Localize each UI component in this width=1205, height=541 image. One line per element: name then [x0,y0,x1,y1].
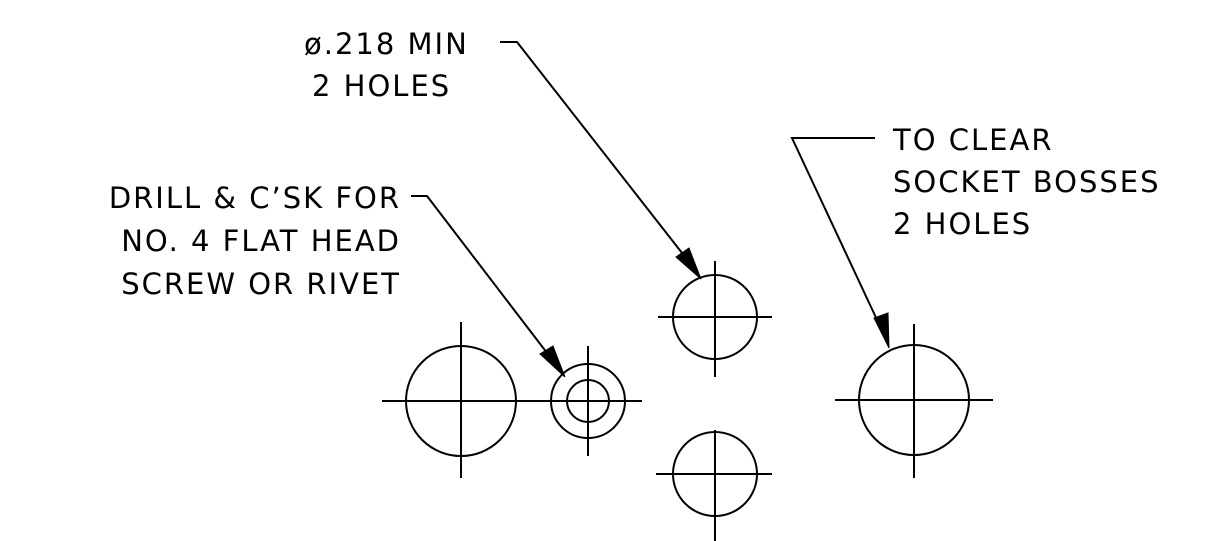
note-clear-bosses-line1: TO CLEAR [892,123,1053,157]
leader-drill-csk [411,195,566,378]
note-drill-csk-line1: DRILL & C’SK FOR [109,181,401,215]
right-clearance-hole [835,324,993,478]
note-clear-bosses-line2: SOCKET BOSSES [893,165,1161,199]
leader-min-dia-line [500,41,694,268]
leader-drill-csk-line [411,195,558,367]
note-drill-csk-line3: SCREW OR RIVET [121,267,401,301]
note-min-dia: ø.218 MIN 2 HOLES [304,27,469,103]
leader-clear-bosses [790,137,890,349]
note-drill-csk: DRILL & C’SK FOR NO. 4 FLAT HEAD SCREW O… [109,181,401,301]
leader-clear-bosses-line [790,137,887,340]
leader-clear-bosses-arrowhead [873,312,890,349]
note-min-dia-line1: ø.218 MIN [304,27,469,61]
note-clear-bosses-line3: 2 HOLES [893,207,1032,241]
bottom-min-hole [656,430,772,541]
note-min-dia-line2: 2 HOLES [312,69,451,103]
note-drill-csk-line2: NO. 4 FLAT HEAD [121,224,401,258]
large-left-hole [382,322,540,478]
top-min-hole [658,261,772,377]
leader-drill-csk-arrowhead [539,345,566,378]
leader-min-dia-arrowhead [675,247,702,280]
countersunk-hole [538,346,642,456]
note-clear-bosses: TO CLEAR SOCKET BOSSES 2 HOLES [892,123,1161,241]
leader-min-dia [500,41,702,280]
